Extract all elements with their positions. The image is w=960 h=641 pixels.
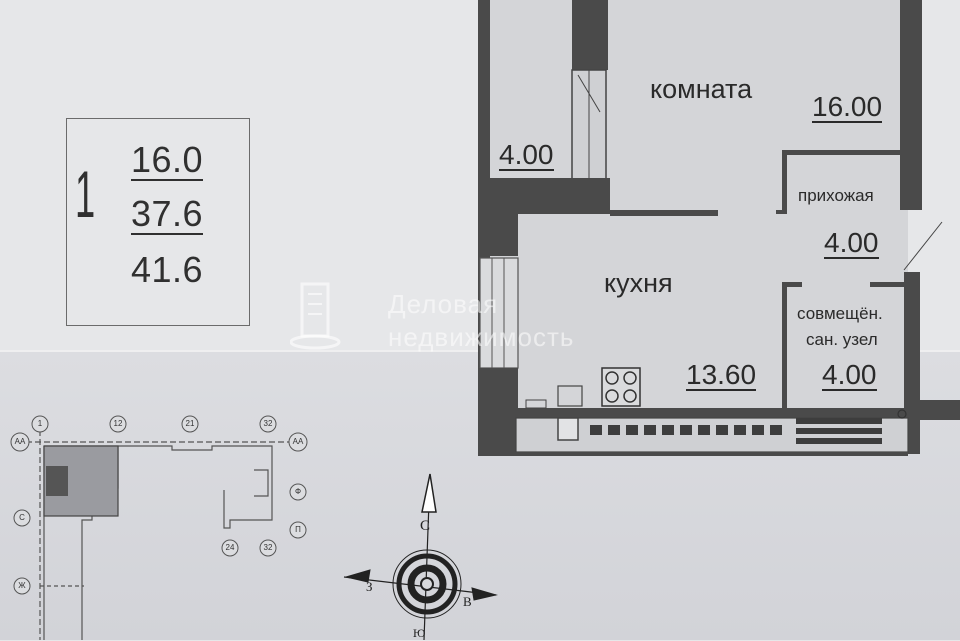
- ventilation-blocks: [590, 418, 882, 444]
- watermark-text: Деловая недвижимость: [388, 288, 574, 353]
- axis-label-32: 32: [263, 419, 273, 428]
- living-area-value: 16.0: [131, 139, 204, 181]
- row-label-f: Ф: [294, 487, 302, 496]
- axis-label-32-bottom: 32: [263, 543, 273, 552]
- wall-right-top: [900, 0, 922, 210]
- bathroom-name-line1: совмещён.: [797, 304, 883, 323]
- total-with-balcony-value: 41.6: [131, 249, 204, 290]
- wall-block-mid: [478, 178, 610, 214]
- wall-hallway-top: [782, 150, 900, 155]
- watermark-line1: Деловая: [388, 289, 499, 319]
- axis-label-12: 12: [113, 419, 123, 428]
- row-label-s: С: [19, 513, 25, 522]
- compass-rose: [343, 473, 498, 640]
- entry-door-swing: [903, 221, 943, 271]
- balcony-area-label: 4.00: [499, 139, 554, 172]
- key-plan: [26, 430, 290, 640]
- room-name-label: комната: [650, 74, 753, 104]
- stove: [601, 367, 641, 407]
- watermark-building-icon: [290, 282, 341, 350]
- hallway-area-label: 4.00: [824, 227, 879, 260]
- hallway-name-label: прихожая: [798, 186, 874, 205]
- bathroom-name-line2: сан. узел: [806, 330, 878, 349]
- row-label-zh: Ж: [18, 581, 26, 590]
- sink: [557, 385, 583, 407]
- area-summary-box: 1 16.0 37.6 41.6: [66, 118, 250, 326]
- compass-north-label: С: [420, 518, 431, 534]
- kitchen-window: [479, 257, 519, 369]
- bathroom-area-label: 4.00: [822, 359, 877, 392]
- row-label-p: П: [295, 525, 301, 534]
- wall-room-kitchen: [610, 210, 718, 216]
- kitchen-name-label: кухня: [604, 268, 673, 298]
- room-count: 1: [75, 157, 96, 231]
- axis-label-1: 1: [37, 419, 43, 428]
- wall-balcony-divider: [572, 0, 608, 70]
- room-area-label: 16.00: [812, 91, 883, 124]
- wall-bathroom: [782, 282, 787, 410]
- watermark-line2: недвижимость: [388, 321, 575, 352]
- compass-west-label: З: [366, 579, 373, 594]
- total-area-value: 37.6: [131, 193, 204, 235]
- compass-east-label: В: [463, 594, 472, 609]
- axis-label-24: 24: [225, 543, 235, 552]
- key-plan-axis-markers: [10, 415, 308, 595]
- wall-bottom: [516, 408, 908, 418]
- axis-label-21: 21: [185, 419, 195, 428]
- apartment-floor: [488, 0, 908, 452]
- kitchen-area-label: 13.60: [686, 359, 757, 392]
- row-label-aa-left: АА: [14, 437, 26, 446]
- compass-south-label: Ю: [413, 626, 426, 640]
- row-label-aa-right: АА: [292, 437, 304, 446]
